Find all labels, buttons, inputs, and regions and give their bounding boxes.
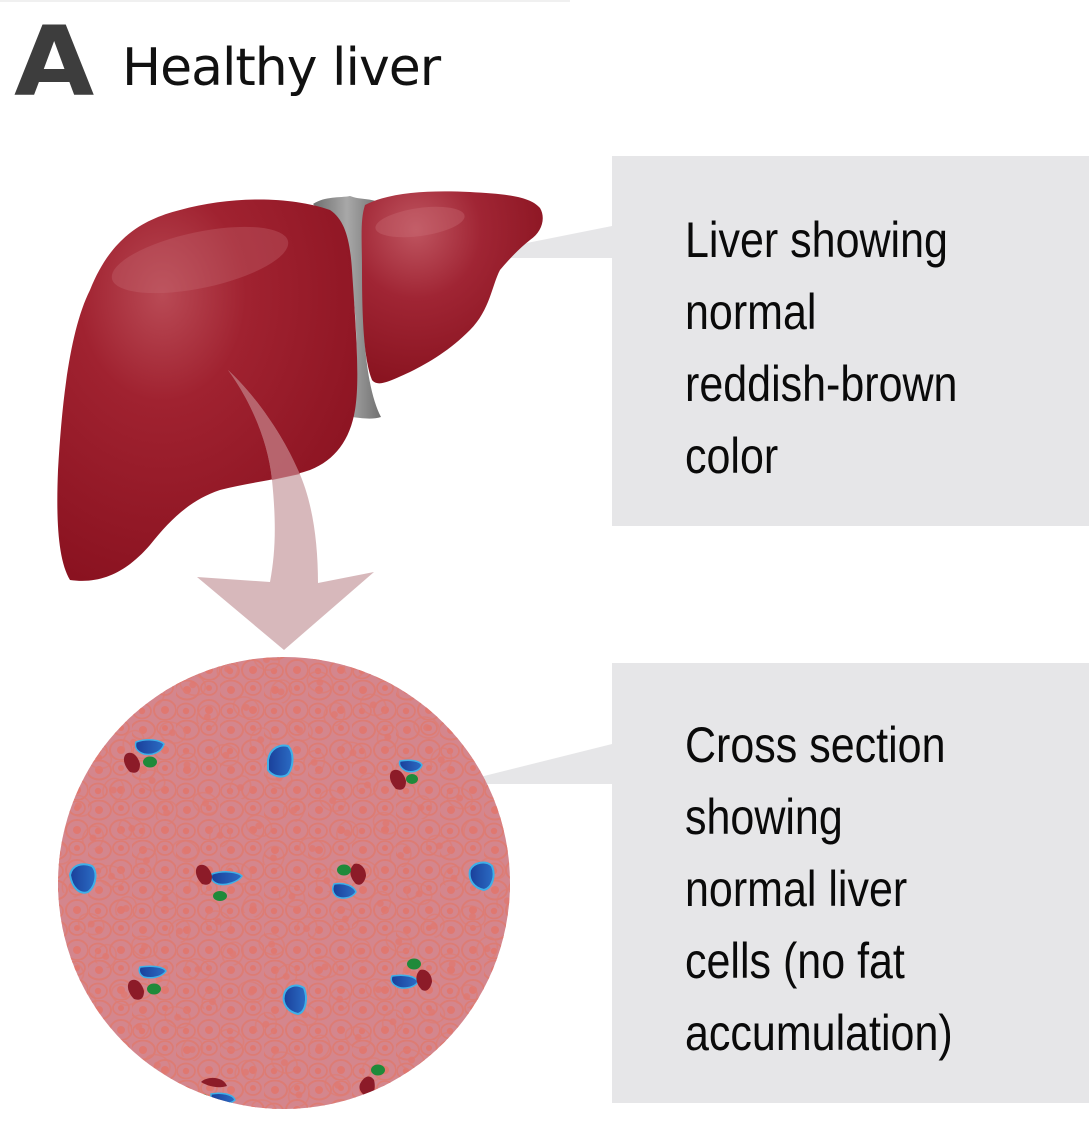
portal-triad <box>198 1077 236 1105</box>
top-border-line <box>0 0 570 2</box>
callout-cross-section: Cross section showing normal liver cells… <box>612 663 1089 1103</box>
liver-highlight <box>111 226 289 294</box>
callout-line: Liver showing <box>685 212 948 268</box>
portal-triad <box>389 759 423 790</box>
callout-line: showing <box>685 789 843 845</box>
callout-line: normal <box>685 284 817 340</box>
portal-triad <box>331 863 366 899</box>
panel-title: Healthy liver <box>122 38 441 98</box>
liver-right-lobe <box>57 199 358 581</box>
callout-pointer-cross-section <box>452 744 612 784</box>
portal-triad <box>123 739 165 773</box>
portal-triad <box>390 958 432 991</box>
callout-line: accumulation) <box>685 1005 953 1061</box>
cross-section-circle <box>58 657 510 1109</box>
callout-line: reddish-brown <box>685 356 958 412</box>
central-vein <box>282 984 307 1016</box>
callout-line: normal liver <box>685 861 908 917</box>
portal-triad <box>195 864 243 901</box>
callout-liver-text: Liver showing normal reddish-brown color <box>685 204 957 492</box>
panel-letter: A <box>14 6 95 118</box>
callout-liver: Liver showing normal reddish-brown color <box>612 156 1089 526</box>
liver-illustration <box>57 191 543 581</box>
callout-line: color <box>685 428 779 484</box>
callout-line: cells (no fat <box>685 933 905 989</box>
central-vein <box>68 863 97 894</box>
callout-cross-section-text: Cross section showing normal liver cells… <box>685 709 953 1069</box>
down-arrow <box>197 370 374 650</box>
liver-overlap <box>228 370 300 480</box>
liver-left-lobe <box>361 191 543 384</box>
callout-line: Cross section <box>685 717 946 773</box>
central-vein <box>267 744 294 778</box>
central-vein <box>468 861 495 892</box>
portal-triad <box>127 965 167 1000</box>
liver-highlight-small <box>375 206 465 238</box>
